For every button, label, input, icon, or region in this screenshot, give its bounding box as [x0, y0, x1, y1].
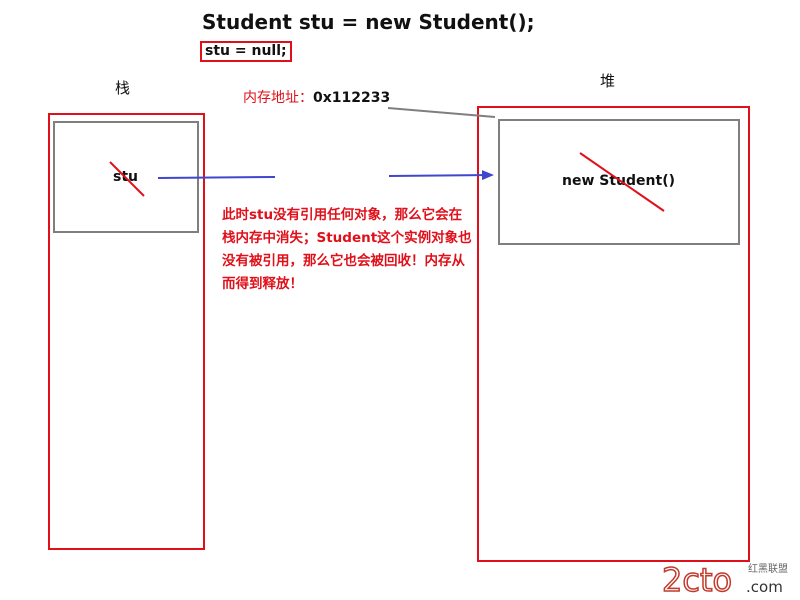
explanation-note: 此时stu没有引用任何对象，那么它会在栈内存中消失；Student这个实例对象也… — [222, 207, 472, 292]
watermark-tld: .com — [746, 578, 783, 596]
student-object-box — [498, 119, 740, 245]
reference-line-left — [157, 176, 276, 179]
watermark-caption: 红黑联盟 — [748, 564, 788, 575]
watermark-logo-text: 2cto — [662, 561, 732, 598]
code-title: Student stu = new Student(); — [202, 10, 535, 34]
stu-strike-line — [109, 161, 145, 197]
address-pointer-line — [387, 107, 496, 118]
student-object-label: new Student() — [562, 173, 675, 189]
stack-label: 栈 — [115, 79, 131, 97]
object-strike-line — [579, 152, 665, 212]
watermark-logo: 2cto .com — [662, 560, 783, 598]
reference-arrow — [388, 170, 494, 181]
heap-region — [477, 106, 750, 562]
memory-address-label: 内存地址： — [243, 90, 313, 106]
heap-label: 堆 — [600, 72, 616, 90]
memory-address: 内存地址：0x112233 — [243, 87, 390, 107]
null-statement-box: stu = null; — [200, 41, 292, 62]
memory-address-value: 0x112233 — [313, 90, 391, 106]
stack-region — [48, 113, 205, 550]
